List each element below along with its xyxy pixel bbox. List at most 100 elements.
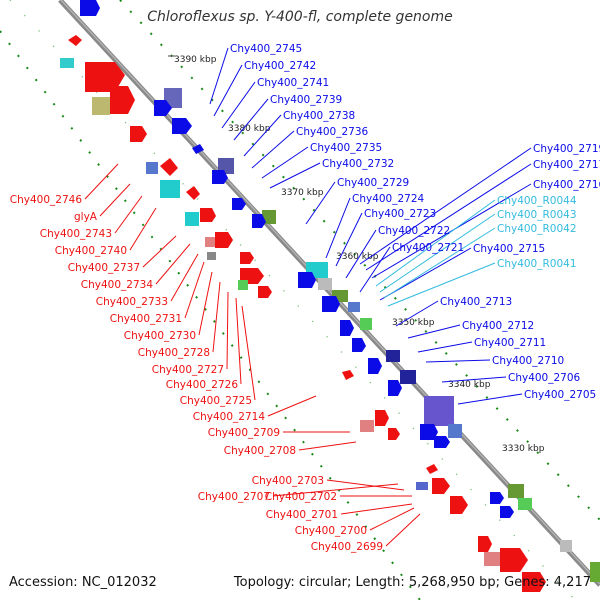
gene-block[interactable]	[560, 540, 572, 552]
reverse-gene-label[interactable]: glyA	[74, 211, 98, 223]
gene-arrow[interactable]	[212, 170, 228, 184]
forward-gene-label[interactable]: Chy400_2741	[257, 77, 329, 89]
gene-block[interactable]	[508, 484, 524, 498]
forward-gene-label[interactable]: Chy400_2745	[230, 43, 302, 55]
reverse-gene-label[interactable]: Chy400_2714	[193, 411, 266, 423]
forward-gene-label[interactable]: Chy400_2719	[533, 143, 600, 155]
reverse-gene-label[interactable]: Chy400_2740	[55, 245, 127, 257]
gene-arrow[interactable]	[80, 0, 100, 16]
gene-block[interactable]	[164, 88, 182, 108]
gene-arrow[interactable]	[368, 358, 382, 374]
forward-gene-label[interactable]: Chy400_2729	[337, 177, 409, 189]
gene-arrow[interactable]	[215, 232, 233, 248]
gene-arrow[interactable]	[388, 380, 402, 396]
gene-arrow[interactable]	[426, 464, 438, 474]
gene-arrow[interactable]	[375, 410, 389, 426]
reverse-gene-label[interactable]: Chy400_2701	[266, 509, 338, 521]
gene-block[interactable]	[238, 280, 248, 290]
forward-gene-label[interactable]: Chy400_2715	[473, 243, 545, 255]
forward-gene-label[interactable]: Chy400_2717	[533, 159, 600, 171]
gene-arrow[interactable]	[490, 492, 504, 504]
forward-gene-label[interactable]: Chy400_2739	[270, 94, 342, 106]
gene-block[interactable]	[386, 350, 400, 362]
gene-block[interactable]	[360, 318, 372, 330]
forward-gene-label[interactable]: Chy400_2736	[296, 126, 369, 138]
gene-block[interactable]	[400, 370, 416, 384]
gene-block[interactable]	[348, 302, 360, 312]
reverse-gene-label[interactable]: Chy400_2725	[180, 395, 252, 407]
gene-arrow[interactable]	[186, 186, 200, 200]
forward-gene-label[interactable]: Chy400_2716	[533, 179, 600, 191]
gene-block[interactable]	[207, 252, 216, 260]
rna-gene-label[interactable]: Chy400_R0041	[497, 258, 577, 270]
gene-arrow[interactable]	[172, 118, 192, 134]
gene-block[interactable]	[318, 278, 332, 290]
reverse-gene-label[interactable]: Chy400_2734	[81, 279, 154, 291]
gene-block[interactable]	[160, 180, 180, 198]
forward-gene-label[interactable]: Chy400_2712	[462, 320, 534, 332]
gene-arrow[interactable]	[434, 436, 450, 448]
gene-arrow[interactable]	[192, 144, 204, 154]
rna-gene-label[interactable]: Chy400_R0042	[497, 223, 577, 235]
gene-arrow[interactable]	[420, 424, 438, 440]
forward-gene-label[interactable]: Chy400_2735	[310, 142, 382, 154]
gene-arrow[interactable]	[68, 35, 82, 46]
forward-gene-label[interactable]: Chy400_2711	[474, 337, 546, 349]
forward-gene-label[interactable]: Chy400_2732	[322, 158, 394, 170]
reverse-gene-label[interactable]: Chy400_2700	[295, 525, 367, 537]
gene-arrow[interactable]	[298, 272, 316, 288]
rna-gene-label[interactable]: Chy400_R0043	[497, 209, 577, 221]
gene-block[interactable]	[185, 212, 199, 226]
reverse-gene-label[interactable]: Chy400_2733	[96, 296, 168, 308]
gene-arrow[interactable]	[352, 338, 366, 352]
gene-arrow[interactable]	[342, 370, 354, 380]
forward-gene-label[interactable]: Chy400_2705	[524, 389, 596, 401]
gene-arrow[interactable]	[478, 536, 492, 552]
reverse-gene-label[interactable]: Chy400_2746	[10, 194, 83, 206]
gene-arrow[interactable]	[240, 252, 254, 264]
gene-arrow[interactable]	[500, 506, 514, 518]
gene-arrow[interactable]	[160, 158, 178, 176]
gene-block[interactable]	[590, 562, 600, 582]
gene-block[interactable]	[146, 162, 158, 174]
forward-gene-label[interactable]: Chy400_2724	[352, 193, 425, 205]
reverse-gene-label[interactable]: Chy400_2707	[198, 491, 270, 503]
forward-gene-label[interactable]: Chy400_2713	[440, 296, 512, 308]
gene-arrow[interactable]	[522, 572, 546, 592]
gene-arrow[interactable]	[232, 198, 246, 210]
forward-gene-label[interactable]: Chy400_2706	[508, 372, 581, 384]
gene-block[interactable]	[262, 210, 276, 224]
gene-block[interactable]	[484, 552, 500, 566]
gene-arrow[interactable]	[252, 214, 266, 228]
gene-block[interactable]	[60, 58, 74, 68]
gene-arrow[interactable]	[500, 548, 528, 572]
gene-block[interactable]	[518, 498, 532, 510]
reverse-gene-label[interactable]: Chy400_2731	[110, 313, 182, 325]
gene-block[interactable]	[205, 237, 215, 247]
forward-gene-label[interactable]: Chy400_2742	[244, 60, 316, 72]
gene-arrow[interactable]	[154, 100, 172, 116]
gene-block[interactable]	[92, 97, 110, 115]
gene-arrow[interactable]	[258, 286, 272, 298]
reverse-gene-label[interactable]: Chy400_2728	[138, 347, 210, 359]
gene-block[interactable]	[448, 424, 462, 438]
gene-arrow[interactable]	[85, 62, 125, 92]
forward-gene-label[interactable]: Chy400_2710	[492, 355, 564, 367]
forward-gene-label[interactable]: Chy400_2738	[283, 110, 355, 122]
forward-gene-label[interactable]: Chy400_2722	[378, 225, 450, 237]
gene-block[interactable]	[416, 482, 428, 490]
gene-arrow[interactable]	[110, 86, 135, 114]
reverse-gene-label[interactable]: Chy400_2703	[252, 475, 324, 487]
reverse-gene-label[interactable]: Chy400_2699	[311, 541, 383, 553]
reverse-gene-label[interactable]: Chy400_2709	[208, 427, 280, 439]
forward-gene-label[interactable]: Chy400_2721	[392, 242, 464, 254]
gene-arrow[interactable]	[200, 208, 216, 222]
reverse-gene-label[interactable]: Chy400_2726	[166, 379, 239, 391]
gene-block[interactable]	[424, 396, 454, 426]
reverse-gene-label[interactable]: Chy400_2727	[152, 364, 224, 376]
gene-arrow[interactable]	[322, 296, 340, 312]
gene-arrow[interactable]	[432, 478, 450, 494]
reverse-gene-label[interactable]: Chy400_2702	[265, 491, 337, 503]
reverse-gene-label[interactable]: Chy400_2730	[124, 330, 196, 342]
gene-arrow[interactable]	[388, 428, 400, 440]
